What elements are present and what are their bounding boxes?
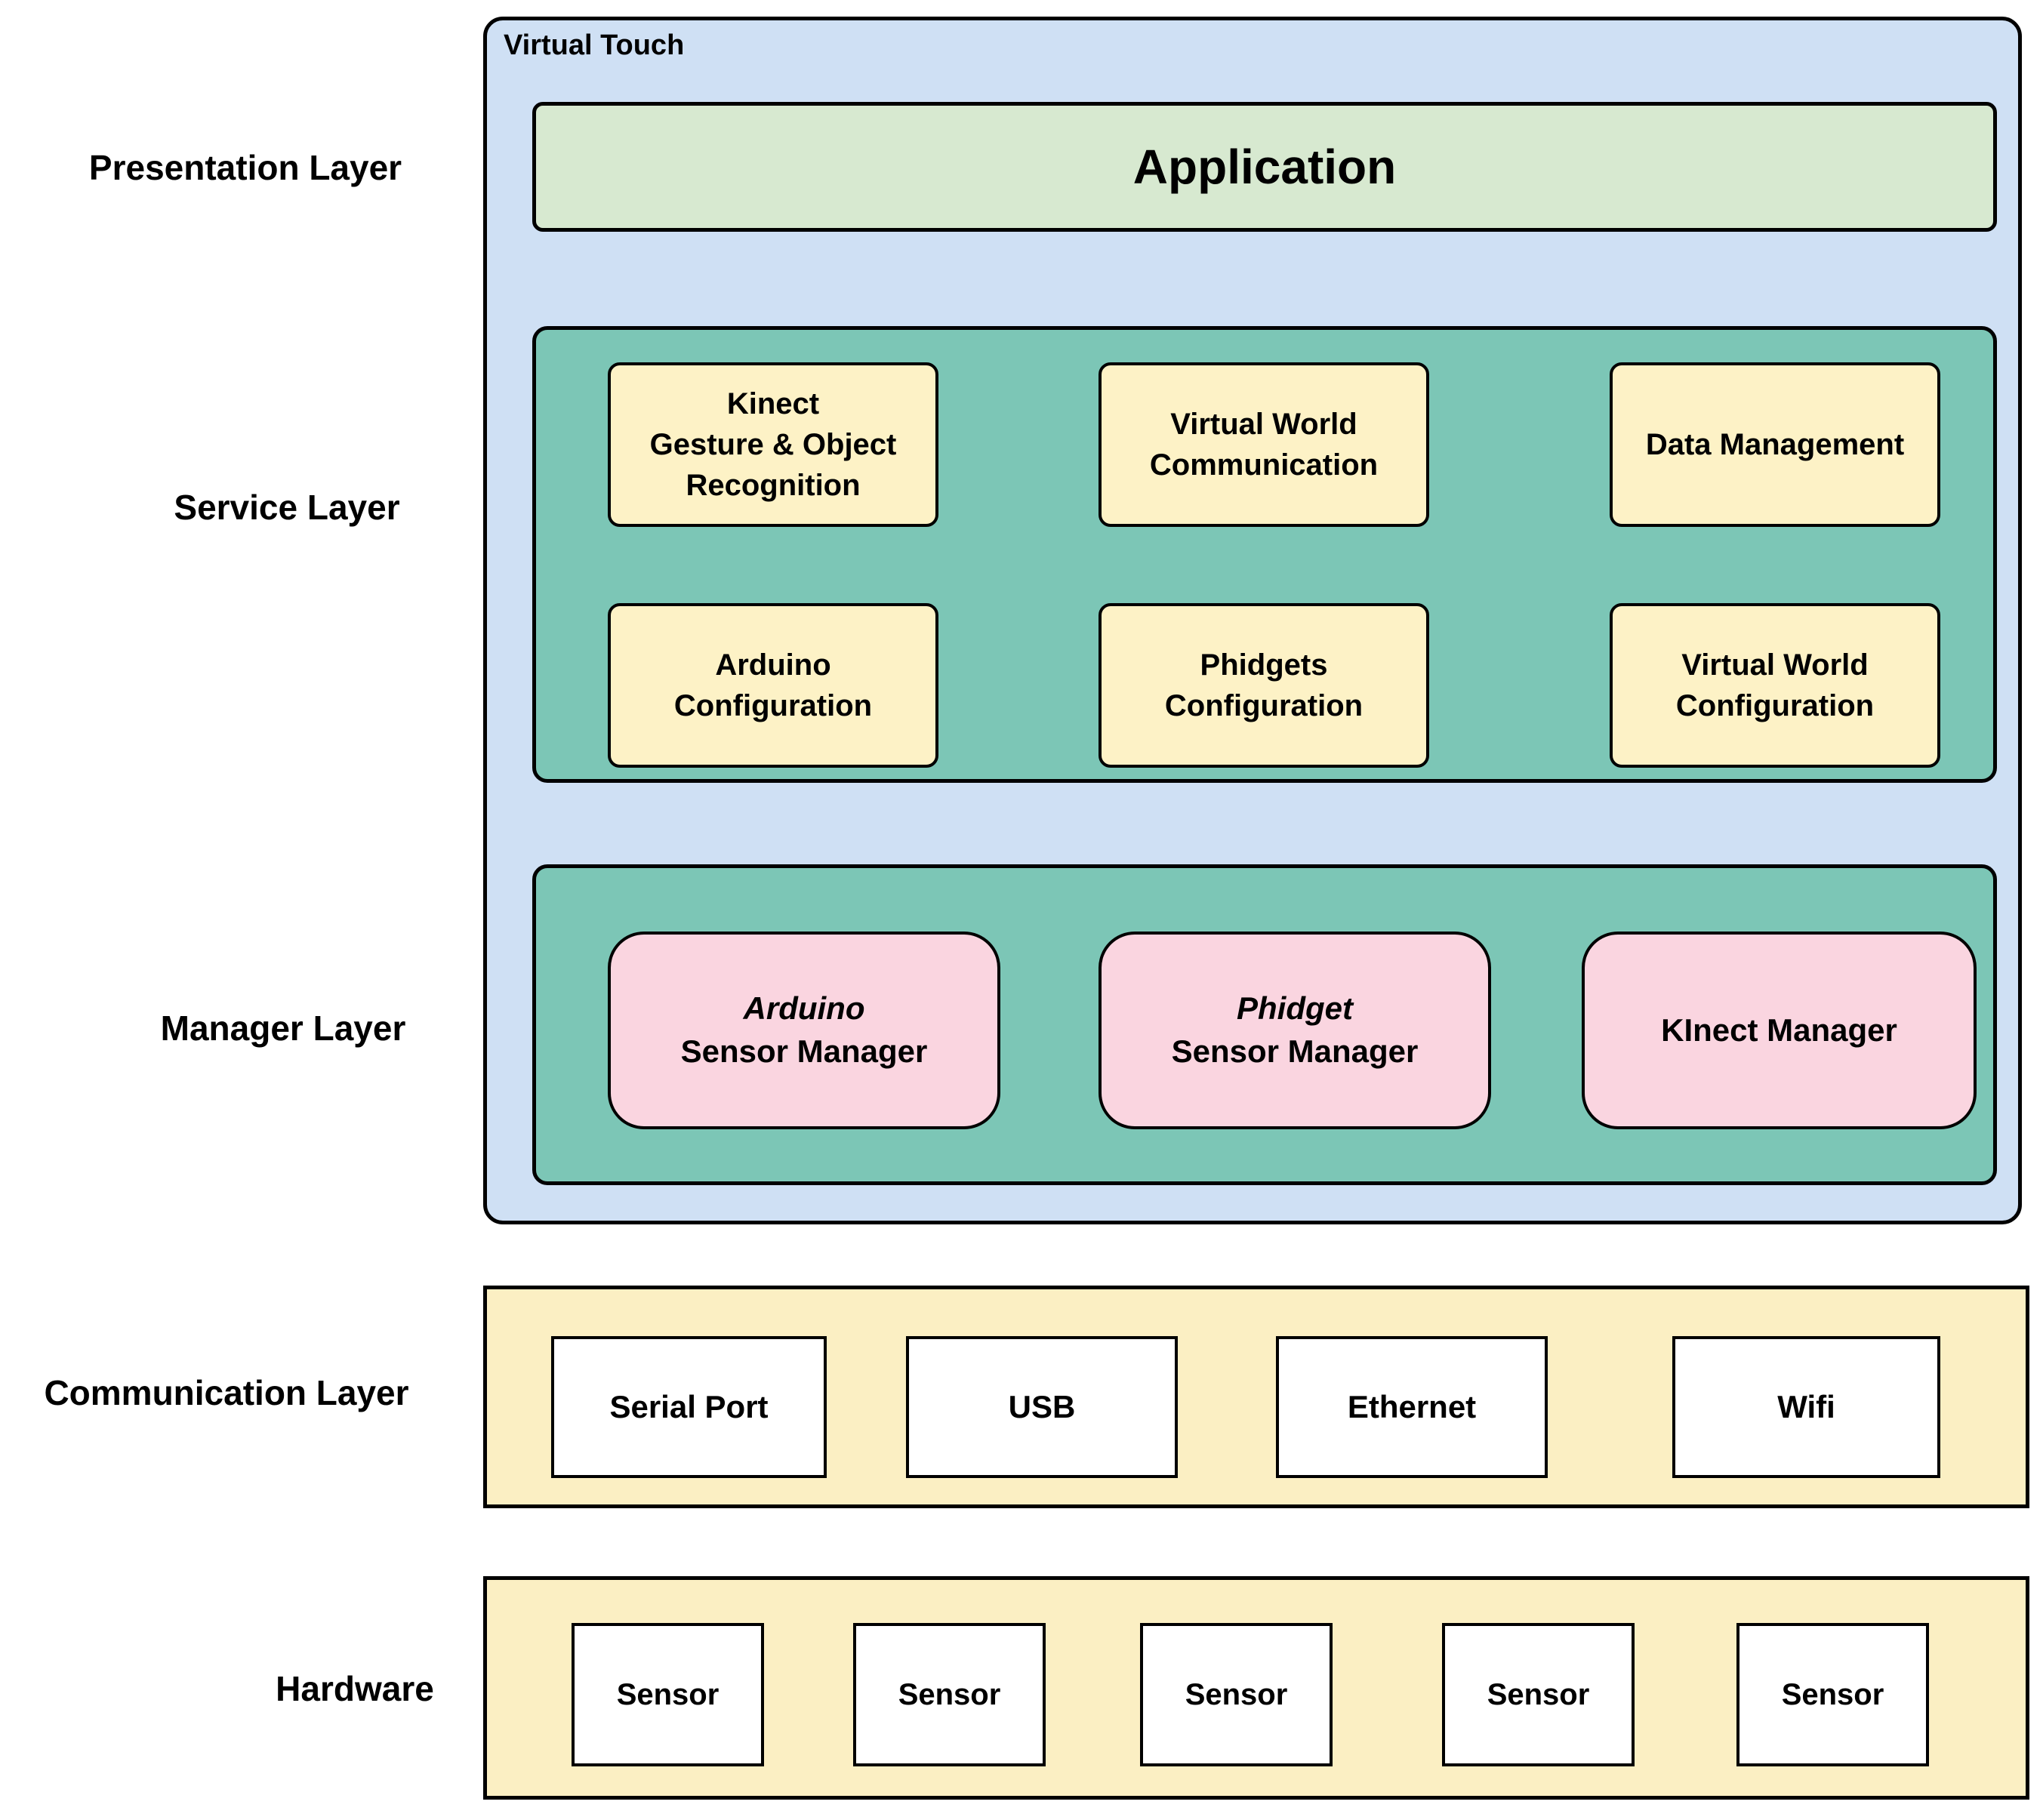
service-box-line: Configuration	[1164, 689, 1364, 722]
label-presentation-layer: Presentation Layer	[88, 148, 402, 187]
manager-box-kinect-manager: KInect Manager	[1582, 932, 1977, 1129]
hardware-box-sensor: Sensor	[1442, 1623, 1635, 1766]
service-box-line: Kinect	[726, 387, 820, 420]
service-layer-container: Kinect Gesture & Object Recognition Virt…	[532, 326, 1997, 783]
manager-box-device: Arduino	[743, 990, 865, 1027]
manager-box-device: Phidget	[1237, 990, 1353, 1027]
service-box-line: Communication	[1149, 448, 1379, 482]
communication-layer-band: Serial Port USB Ethernet Wifi	[483, 1286, 2029, 1508]
label-communication-layer: Communication Layer	[44, 1373, 409, 1412]
service-box-virtual-world-configuration: Virtual World Configuration	[1610, 603, 1940, 768]
label-manager-layer: Manager Layer	[160, 1009, 406, 1048]
hardware-box-sensor: Sensor	[1140, 1623, 1333, 1766]
communication-box-usb: USB	[906, 1336, 1178, 1478]
service-box-line: Virtual World	[1170, 408, 1357, 441]
service-box-data-management: Data Management	[1610, 362, 1940, 527]
hardware-box-sensor: Sensor	[1736, 1623, 1929, 1766]
manager-box-role: Sensor Manager	[1171, 1033, 1419, 1069]
service-box-line: Gesture & Object	[649, 428, 897, 461]
service-box-line: Configuration	[1675, 689, 1875, 722]
label-service-layer: Service Layer	[174, 488, 400, 527]
service-box-line: Phidgets	[1200, 648, 1328, 682]
hardware-box-sensor: Sensor	[572, 1623, 764, 1766]
manager-box-phidget-sensor-manager: Phidget Sensor Manager	[1099, 932, 1491, 1129]
virtual-touch-title: Virtual Touch	[504, 29, 685, 61]
communication-box-ethernet: Ethernet	[1276, 1336, 1548, 1478]
manager-layer-container: Arduino Sensor Manager Phidget Sensor Ma…	[532, 864, 1997, 1185]
communication-box-serial-port: Serial Port	[551, 1336, 827, 1478]
manager-box-role: Sensor Manager	[680, 1033, 928, 1069]
manager-box-arduino-sensor-manager: Arduino Sensor Manager	[608, 932, 1000, 1129]
communication-box-wifi: Wifi	[1672, 1336, 1940, 1478]
service-box-line: Data Management	[1645, 428, 1905, 461]
manager-box-label: KInect Manager	[1661, 1012, 1897, 1048]
service-box-phidgets-configuration: Phidgets Configuration	[1099, 603, 1429, 768]
application-box: Application	[532, 102, 1997, 232]
label-hardware-layer: Hardware	[276, 1669, 434, 1708]
hardware-box-sensor: Sensor	[853, 1623, 1046, 1766]
service-box-line: Recognition	[686, 469, 861, 502]
service-box-arduino-configuration: Arduino Configuration	[608, 603, 938, 768]
service-box-virtual-world-communication: Virtual World Communication	[1099, 362, 1429, 527]
service-box-line: Virtual World	[1681, 648, 1869, 682]
virtual-touch-container: Virtual Touch Application Kinect Gesture…	[483, 17, 2022, 1224]
service-box-line: Configuration	[673, 689, 873, 722]
hardware-band: Sensor Sensor Sensor Sensor Sensor	[483, 1576, 2029, 1800]
service-box-line: Arduino	[715, 648, 831, 682]
service-box-kinect-gesture-object-recognition: Kinect Gesture & Object Recognition	[608, 362, 938, 527]
